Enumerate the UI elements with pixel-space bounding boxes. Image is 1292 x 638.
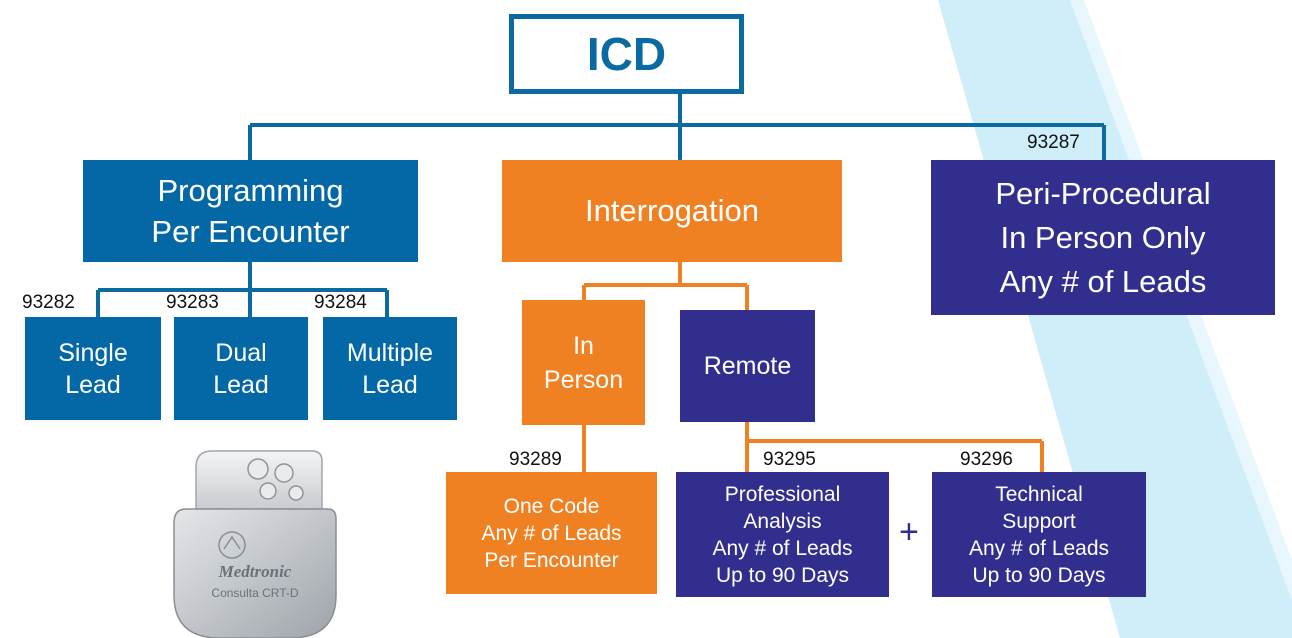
programming-child-code-1: 93282: [22, 292, 75, 313]
technical-support-box: Technical Support Any # of Leads Up to 9…: [932, 472, 1146, 597]
peri-procedural-box: Peri-Procedural In Person Only Any # of …: [931, 160, 1275, 315]
technical-code: 93296: [960, 449, 1013, 470]
single-lead-label: Single Lead: [58, 338, 128, 399]
icd-root-box: ICD: [509, 14, 744, 94]
plus-sign: +: [899, 513, 919, 551]
dual-lead-label: Dual Lead: [213, 338, 269, 399]
multiple-lead-box: Multiple Lead: [323, 317, 457, 420]
device-brand: Medtronic: [218, 562, 292, 581]
programming-box: Programming Per Encounter: [83, 160, 418, 262]
peri-procedural-label: Peri-Procedural In Person Only Any # of …: [995, 175, 1211, 299]
interrogation-box: Interrogation: [502, 160, 842, 262]
icd-root-label: ICD: [586, 28, 667, 80]
programming-child-code-2: 93283: [166, 292, 219, 313]
interrogation-label: Interrogation: [584, 193, 760, 228]
dual-lead-box: Dual Lead: [174, 317, 308, 420]
professional-analysis-label: Professional Analysis Any # of Leads Up …: [712, 482, 853, 587]
remote-label: Remote: [703, 351, 792, 380]
professional-analysis-box: Professional Analysis Any # of Leads Up …: [676, 472, 889, 597]
programming-child-code-3: 93284: [314, 292, 367, 313]
device-model: Consulta CRT-D: [211, 586, 299, 600]
device-graphic: [173, 450, 337, 638]
in-person-box: In Person: [522, 300, 645, 425]
in-person-label: In Person: [543, 331, 624, 394]
programming-label: Programming Per Encounter: [151, 173, 350, 249]
remote-box: Remote: [680, 310, 815, 422]
multiple-lead-label: Multiple Lead: [346, 338, 434, 399]
technical-support-label: Technical Support Any # of Leads Up to 9…: [968, 482, 1110, 587]
in-person-code: 93289: [509, 449, 562, 470]
single-lead-box: Single Lead: [25, 317, 161, 420]
icd-device-illustration: Medtronic Consulta CRT-D: [150, 445, 340, 638]
professional-code: 93295: [763, 449, 816, 470]
one-code-box: One Code Any # of Leads Per Encounter: [446, 472, 657, 594]
peri-code: 93287: [1027, 132, 1080, 153]
one-code-label: One Code Any # of Leads Per Encounter: [481, 494, 622, 572]
